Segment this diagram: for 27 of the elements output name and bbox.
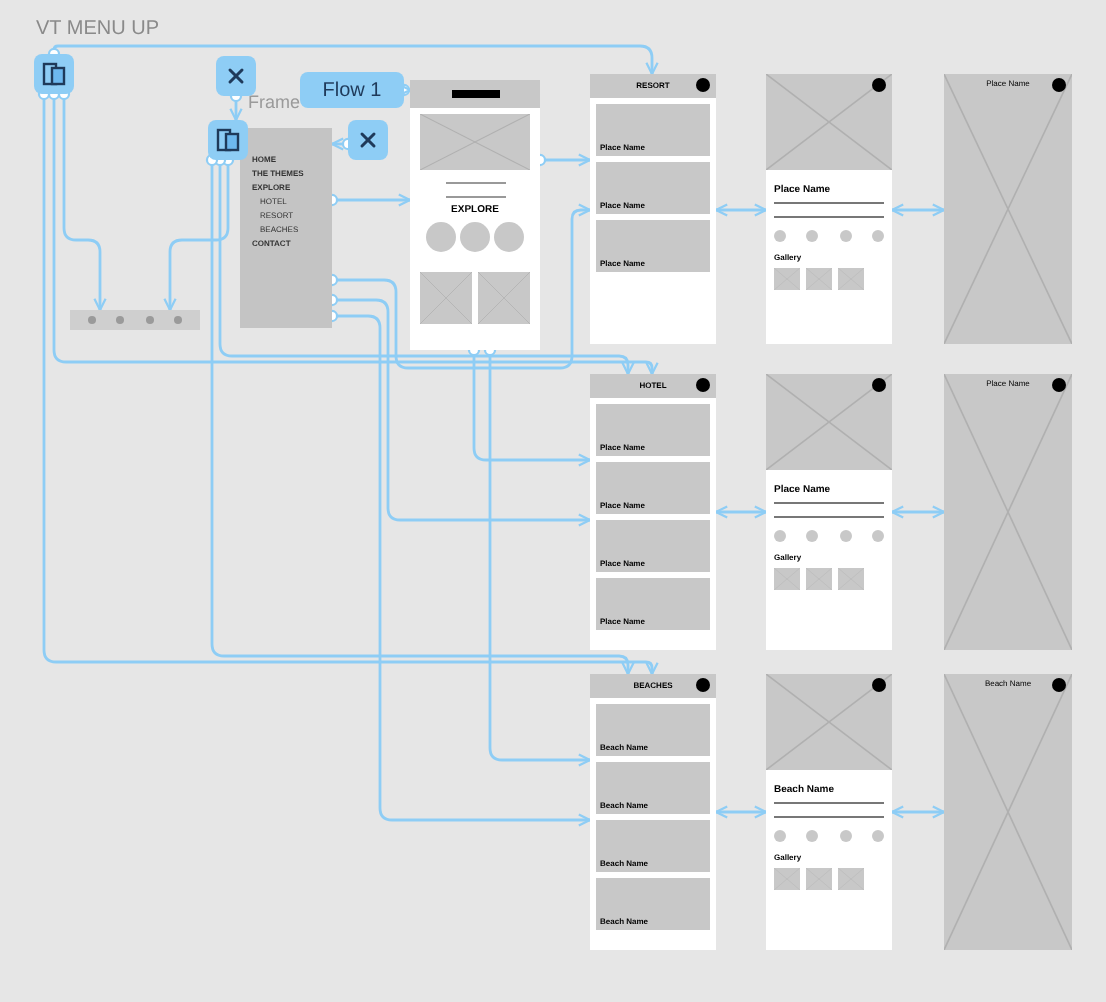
menu-panel: [240, 128, 332, 328]
fullscreen-view: [944, 674, 1072, 950]
detail-screen: [766, 674, 892, 950]
connector-arrow: [890, 805, 946, 819]
fullscreen-view: [944, 374, 1072, 650]
connector-arrow: [890, 203, 946, 217]
connector-arrow: [714, 505, 768, 519]
frame-label: VT MENU UP: [36, 20, 159, 40]
connector-arrow: [205, 153, 635, 676]
device-button: [34, 54, 74, 94]
list-screen: [590, 74, 716, 344]
home-screen: [410, 80, 540, 350]
connector-arrow: [890, 505, 946, 519]
list-screen: [590, 674, 716, 950]
detail-screen: [766, 74, 892, 344]
close-button: [216, 56, 256, 96]
connector-arrow: [714, 203, 768, 217]
connector-arrow: [714, 805, 768, 819]
flow-badge: Flow 1: [300, 72, 404, 108]
close-button: [348, 120, 388, 160]
pagination-bar: [70, 310, 200, 330]
fullscreen-view: [944, 74, 1072, 344]
device-button: [208, 120, 248, 160]
connector-arrow: [47, 44, 659, 76]
frame-label: Frame: [248, 94, 301, 112]
detail-screen: [766, 374, 892, 650]
list-screen: [590, 374, 716, 650]
